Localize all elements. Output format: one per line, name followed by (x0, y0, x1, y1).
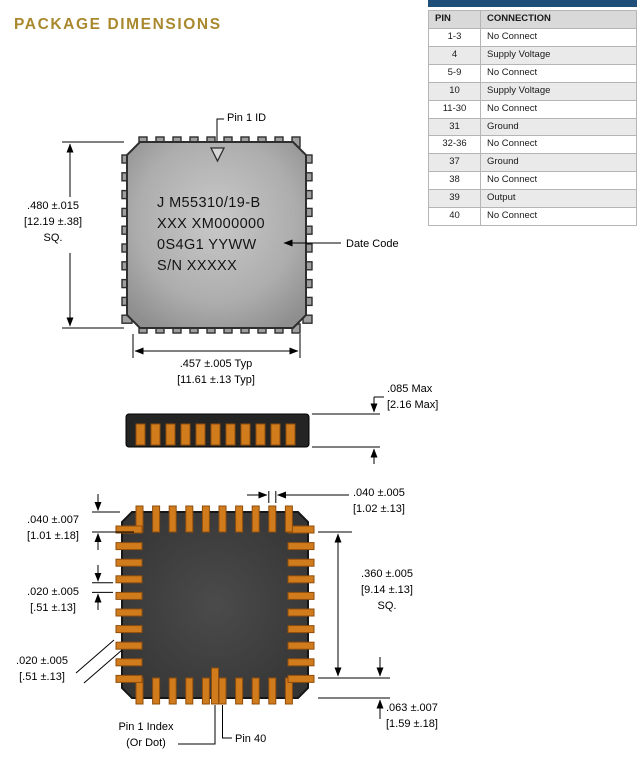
bottom-view-pad-right (287, 608, 315, 617)
side-pad (195, 423, 206, 446)
pin-cell: 37 (428, 153, 481, 173)
bottom-view-pad-left (115, 625, 143, 634)
bottom-view-pad-bottom (235, 677, 244, 705)
bottom-view-pad-top (185, 505, 194, 533)
side-pad (225, 423, 236, 446)
chip-marking-text: J M55310/19-B XXX XM000000 0S4G1 YYWW S/… (157, 193, 265, 277)
connection-cell: Ground (480, 153, 637, 173)
pin1-index-pad (211, 667, 219, 705)
body-size-dimension-label: .480 ±.015 [12.19 ±.38] SQ. (23, 200, 83, 244)
corner-pad-dimension-label: .020 ±.005 [.51 ±.13] (16, 655, 68, 683)
bottom-view-pad-top (168, 505, 177, 533)
pin1-id-triangle (209, 147, 226, 163)
package-top-view-body (126, 141, 307, 329)
chip-marking-line: J M55310/19-B (157, 195, 261, 211)
connection-cell: No Connect (480, 207, 637, 227)
side-pad (240, 423, 251, 446)
side-pad (255, 423, 266, 446)
bottom-view-pad-right (287, 641, 315, 650)
connection-cell: Output (480, 189, 637, 209)
bottom-view-pad-top (218, 505, 227, 533)
pin-cell: 31 (428, 117, 481, 137)
bottom-view-pad-right (287, 625, 315, 634)
chip-marking-line: S/N XXXXX (157, 258, 238, 274)
bottom-view-pad-bottom (185, 677, 194, 705)
bottom-view-pad-left (115, 641, 143, 650)
connection-column-header: CONNECTION (480, 10, 637, 29)
bottom-view-pad-top (152, 505, 161, 533)
top-view-dimension-lines (62, 118, 341, 358)
pin40-label: Pin 40 (235, 733, 267, 745)
bottom-view-pad-bottom (268, 677, 277, 705)
pad-length-dimension-label: .040 ±.007 [1.01 ±.18] (27, 514, 79, 542)
side-pad (165, 423, 176, 446)
bottom-view-pad-left (115, 558, 143, 567)
bottom-view-pad-bottom (251, 677, 260, 705)
bottom-view-pad-left (115, 658, 143, 667)
bottom-view-pad-top (268, 505, 277, 533)
bottom-view-pad-top (251, 505, 260, 533)
bottom-view-pad-left (115, 674, 143, 683)
body-width-dimension-label: .457 ±.005 Typ [11.61 ±.13 Typ] (177, 358, 255, 386)
bottom-view-pad-right (287, 575, 315, 584)
side-view-dimension-lines (312, 396, 384, 464)
side-view-pads (135, 423, 296, 446)
pad-gap-dimension-label: .020 ±.005 [.51 ±.13] (27, 586, 79, 614)
side-pad (270, 423, 281, 446)
pin1-index-label: Pin 1 Index (Or Dot) (118, 721, 174, 749)
bottom-view-pads (115, 505, 315, 705)
table-header-row: PIN CONNECTION (428, 10, 637, 29)
bottom-view-pad-left (115, 608, 143, 617)
table-accent-bar (428, 0, 637, 7)
bottom-view-pad-left (115, 575, 143, 584)
side-pad (285, 423, 296, 446)
pad-width-dimension-label: .040 ±.005 [1.02 ±.13] (353, 487, 405, 515)
side-pad (210, 423, 221, 446)
bottom-view-pad-bottom (152, 677, 161, 705)
bottom-view-pad-right (287, 558, 315, 567)
bottom-view-pad-right (287, 674, 315, 683)
date-code-label: Date Code (346, 238, 399, 250)
bottom-view-pad-left (115, 591, 143, 600)
bottom-view-pad-bottom (168, 677, 177, 705)
bottom-view-pad-left (115, 525, 143, 534)
bottom-view-pad-top (284, 505, 293, 533)
bottom-view-pad-right (287, 658, 315, 667)
bottom-view-pad-right (287, 591, 315, 600)
chip-marking-line: XXX XM000000 (157, 216, 265, 232)
side-pad (180, 423, 191, 446)
pin1-id-label: Pin 1 ID (227, 112, 267, 124)
height-max-dimension-label: .085 Max [2.16 Max] (387, 383, 439, 411)
bottom-view-pad-top (201, 505, 210, 533)
bottom-view-pad-left (115, 542, 143, 551)
edge-to-pad-dimension-label: .063 ±.007 [1.59 ±.18] (386, 702, 438, 730)
chip-marking-line: 0S4G1 YYWW (157, 237, 257, 253)
bottom-view-pad-right (287, 542, 315, 551)
side-pad (150, 423, 161, 446)
bottom-view-pad-top (235, 505, 244, 533)
bottom-view-pad-bottom (218, 677, 227, 705)
pad-span-dimension-label: .360 ±.005 [9.14 ±.13] SQ. (361, 568, 413, 612)
bottom-view-dimension-lines (75, 491, 390, 745)
connection-cell: Supply Voltage (480, 81, 637, 101)
side-pad (135, 423, 146, 446)
bottom-view-pad-bottom (201, 677, 210, 705)
page-title: PACKAGE DIMENSIONS (14, 16, 222, 33)
